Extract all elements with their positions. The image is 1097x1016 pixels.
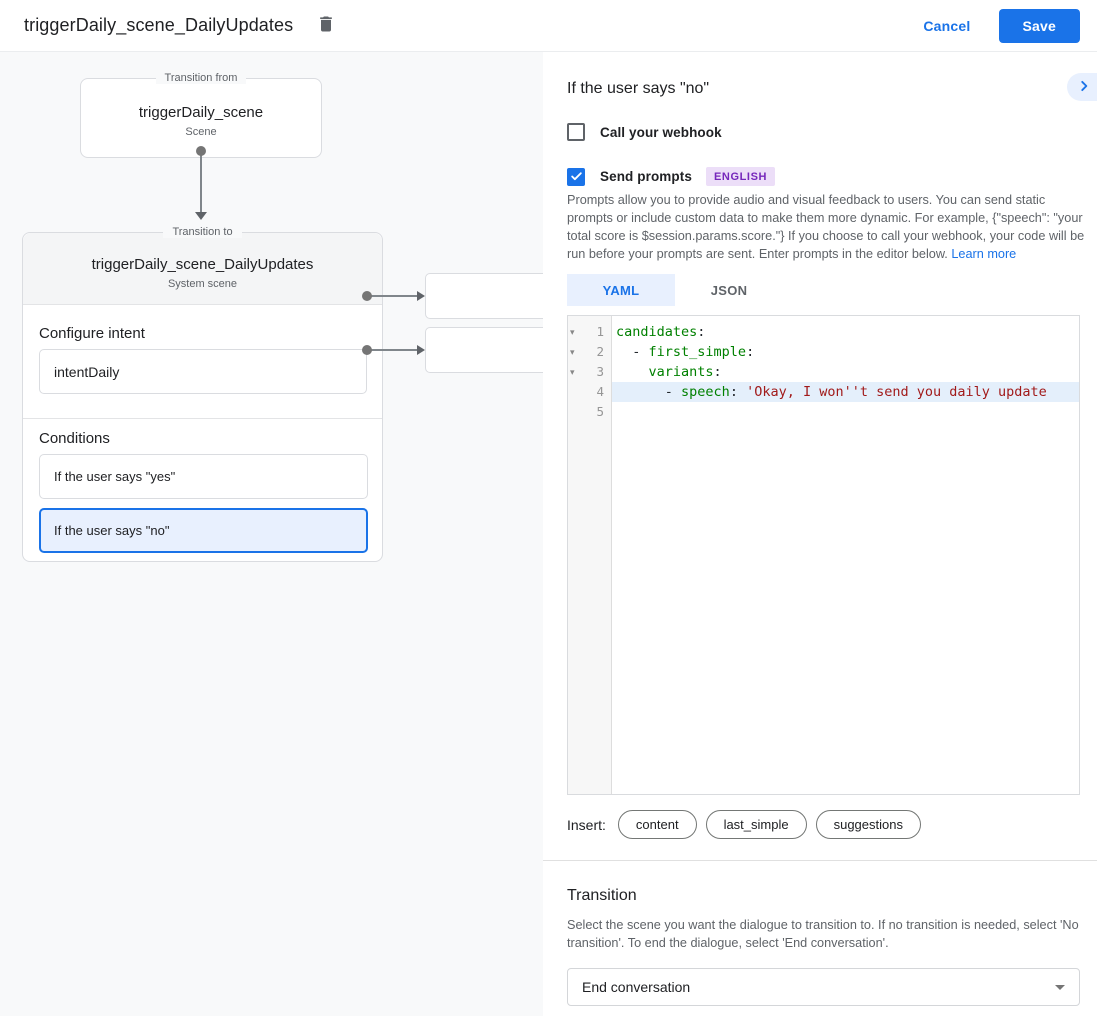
insert-content-chip[interactable]: content xyxy=(617,810,697,839)
connector-dot xyxy=(362,291,372,301)
code-token: : xyxy=(729,384,747,400)
condition-target-node[interactable] xyxy=(425,327,543,373)
insert-label: Insert: xyxy=(567,816,606,833)
scene-flow-canvas: Transition from triggerDaily_scene Scene… xyxy=(0,52,543,1016)
connector-line xyxy=(200,152,202,212)
learn-more-link[interactable]: Learn more xyxy=(951,247,1017,261)
transition-to-node: Transition to triggerDaily_scene_DailyUp… xyxy=(22,226,383,562)
connector-line xyxy=(368,349,417,351)
code-line[interactable]: - first_simple: xyxy=(612,342,1079,362)
language-badge: ENGLISH xyxy=(705,167,776,186)
code-token: : xyxy=(697,324,706,340)
arrow-right-icon xyxy=(417,291,425,301)
top-bar: triggerDaily_scene_DailyUpdates Cancel S… xyxy=(0,0,1097,52)
transition-description: Select the scene you want the dialogue t… xyxy=(567,918,1079,950)
delete-button[interactable] xyxy=(309,9,343,43)
insert-suggestions-chip[interactable]: suggestions xyxy=(815,810,921,839)
tab-json[interactable]: JSON xyxy=(710,282,748,298)
editor-format-tabs: YAML JSON xyxy=(567,274,783,306)
trash-icon xyxy=(316,14,336,37)
to-scene-name: triggerDaily_scene_DailyUpdates xyxy=(91,255,314,273)
code-line[interactable] xyxy=(612,402,1079,422)
configure-intent-label: Configure intent xyxy=(39,325,145,342)
dropdown-caret-icon xyxy=(1055,984,1065,990)
code-line[interactable]: - speech: 'Okay, I won''t send you daily… xyxy=(612,382,1079,402)
code-token: - xyxy=(616,384,682,400)
line-number: ▾2 xyxy=(568,342,611,362)
code-line[interactable]: variants: xyxy=(612,362,1079,382)
condition-target-node[interactable] xyxy=(425,273,543,319)
insert-row: Insert: content last_simple suggestions xyxy=(567,810,930,839)
transition-from-legend: Transition from xyxy=(81,72,321,84)
code-token: candidates xyxy=(616,324,698,340)
line-number: 5 xyxy=(596,404,604,419)
arrow-right-icon xyxy=(417,345,425,355)
save-button[interactable]: Save xyxy=(998,8,1080,43)
from-scene-type: Scene xyxy=(185,126,217,138)
page-title: triggerDaily_scene_DailyUpdates xyxy=(24,15,294,35)
fold-arrow-icon[interactable]: ▾ xyxy=(570,347,575,357)
checkbox-checked-icon[interactable] xyxy=(567,167,585,186)
collapse-panel-button[interactable] xyxy=(1067,73,1097,101)
condition-title: If the user says "no" xyxy=(567,80,710,97)
code-token: 'Okay, I won''t send you daily update xyxy=(746,384,1047,400)
from-scene-name: triggerDaily_scene xyxy=(138,104,264,121)
code-token xyxy=(616,364,649,380)
editor-gutter: ▾1▾2▾3 4 5 xyxy=(568,316,612,794)
transition-section-title: Transition xyxy=(567,887,637,904)
cancel-button[interactable]: Cancel xyxy=(923,17,971,34)
insert-last-simple-chip[interactable]: last_simple xyxy=(705,810,807,839)
arrow-down-icon xyxy=(195,212,207,220)
fold-arrow-icon[interactable]: ▾ xyxy=(570,367,575,377)
checkbox-unchecked-icon[interactable] xyxy=(567,123,585,141)
condition-item-yes[interactable]: If the user says "yes" xyxy=(39,454,368,499)
line-number: ▾3 xyxy=(568,362,611,382)
chevron-right-icon xyxy=(1077,79,1091,96)
prompt-code-editor[interactable]: ▾1▾2▾3 4 5 candidates: - first_simple: var… xyxy=(567,315,1080,795)
send-prompts-checkbox-row[interactable]: Send prompts ENGLISH xyxy=(567,167,776,186)
webhook-checkbox-row[interactable]: Call your webhook xyxy=(567,123,722,141)
conditions-label: Conditions xyxy=(39,430,110,447)
transition-select-value: End conversation xyxy=(582,979,691,995)
connector-dot xyxy=(196,146,206,156)
code-token: speech xyxy=(681,384,730,400)
webhook-checkbox-label: Call your webhook xyxy=(600,124,722,140)
intent-field[interactable]: intentDaily xyxy=(39,349,367,394)
code-line[interactable]: candidates: xyxy=(612,322,1079,342)
fold-arrow-icon[interactable]: ▾ xyxy=(570,327,575,337)
code-token: first_simple xyxy=(648,344,747,360)
to-scene-type: System scene xyxy=(167,277,238,290)
connector-dot xyxy=(362,345,372,355)
line-number: 4 xyxy=(596,384,604,399)
intent-value: intentDaily xyxy=(54,363,120,380)
condition-editor-panel: If the user says "no" Call your webhook … xyxy=(543,52,1097,1016)
code-token: : xyxy=(713,364,722,380)
code-token: : xyxy=(746,344,755,360)
code-token: variants xyxy=(648,364,714,380)
send-prompts-label: Send prompts xyxy=(600,169,692,184)
panel-divider xyxy=(543,860,1097,861)
line-number: ▾1 xyxy=(568,322,611,342)
editor-code-area[interactable]: candidates: - first_simple: variants: - … xyxy=(612,316,1079,794)
code-token: - xyxy=(616,344,649,360)
prompts-description: Prompts allow you to provide audio and v… xyxy=(567,193,1085,261)
tab-yaml[interactable]: YAML xyxy=(567,274,675,306)
transition-select[interactable]: End conversation xyxy=(567,968,1080,1006)
condition-item-no[interactable]: If the user says "no" xyxy=(39,508,368,553)
to-node-header[interactable]: triggerDaily_scene_DailyUpdates System s… xyxy=(23,233,382,305)
section-divider xyxy=(23,418,382,419)
connector-line xyxy=(368,295,417,297)
